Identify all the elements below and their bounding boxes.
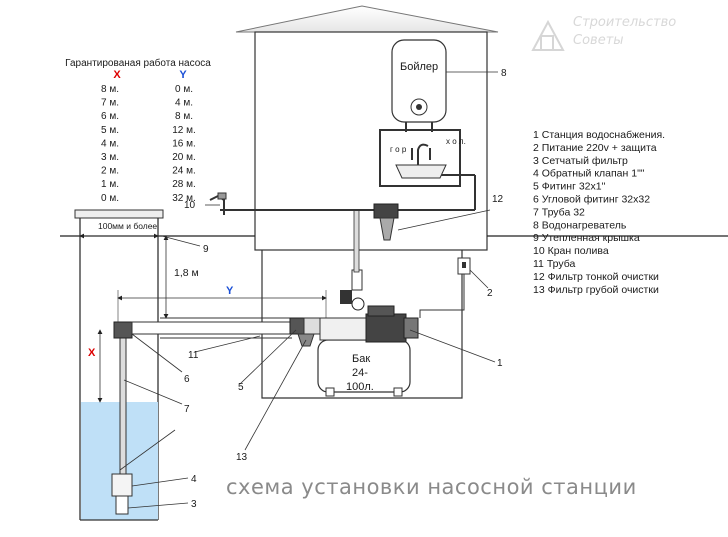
legend-item: 7 Труба 32 <box>533 206 585 218</box>
callout-1: 1 <box>497 358 503 369</box>
angle-fitting <box>113 321 133 339</box>
col-x-header: X <box>113 69 121 81</box>
table-x-value: 2 м. <box>101 166 119 177</box>
tank-label-3: 100л. <box>346 381 374 393</box>
callout-11: 11 <box>188 350 199 361</box>
dim-y-label: Y <box>226 285 234 297</box>
callout-3: 3 <box>191 499 197 510</box>
caption: схема установки насосной станции <box>226 475 637 499</box>
table-x-value: 6 м. <box>101 111 119 122</box>
legend-item: 9 Утепленная крышка <box>533 232 640 244</box>
table-x-value: 7 м. <box>101 98 119 109</box>
table-y-value: 12 м. <box>172 125 196 136</box>
leader-lines <box>119 71 498 509</box>
callout-13: 13 <box>236 452 248 463</box>
legend-item: 10 Кран полива <box>533 245 609 257</box>
sink-area <box>379 129 461 187</box>
callout-4: 4 <box>191 474 197 485</box>
legend-item: 3 Сетчатый фильтр <box>533 155 628 167</box>
width-label: 100мм и более <box>98 221 157 231</box>
tank-label-2: 24- <box>352 367 368 379</box>
house-upper-floor <box>254 31 488 251</box>
guarantee-table: 8 м. 0 м. 7 м. 4 м. 6 м. 8 м. 5 м. 12 м. 4 м. 16 … <box>101 84 196 204</box>
check-valve <box>111 473 133 497</box>
faucet-icon <box>417 143 429 165</box>
callout-10: 10 <box>184 200 196 211</box>
legend-item: 13 Фильтр грубой очистки <box>533 284 659 296</box>
legend-item: 11 Труба <box>533 258 576 270</box>
legend-item: 2 Питание 220v + защита <box>533 142 657 154</box>
callout-7: 7 <box>184 404 190 415</box>
table-y-value: 28 м. <box>172 179 196 190</box>
col-y-header: Y <box>179 69 187 81</box>
table-y-value: 20 м. <box>172 152 196 163</box>
coarse-filter <box>303 317 321 335</box>
table-y-value: 8 м. <box>175 111 193 122</box>
callout-8: 8 <box>501 68 507 79</box>
table-x-value: 3 м. <box>101 152 119 163</box>
table-x-value: 4 м. <box>101 138 119 149</box>
pipe-horizontal <box>131 321 291 335</box>
depth-label: 1,8 м <box>174 267 199 279</box>
boiler-label: Бойлер <box>400 61 438 73</box>
well-insulated-cover <box>74 209 164 219</box>
table-x-value: 8 м. <box>101 84 119 95</box>
callout-2: 2 <box>487 288 493 299</box>
callout-6: 6 <box>184 374 190 385</box>
callout-9: 9 <box>203 244 209 255</box>
legend-item: 4 Обратный клапан 1"" <box>533 168 645 180</box>
watermark-line2: Советы <box>573 33 624 48</box>
watermark-logo: Строительство Советы <box>531 15 676 51</box>
legend-item: 5 Фитинг 32х1" <box>533 181 606 193</box>
legend-item: 6 Угловой фитинг 32х32 <box>533 194 650 206</box>
tank-label-1: Бак <box>352 353 370 365</box>
table-header: Гарантированая работа насоса <box>65 57 211 69</box>
legend: 1 Станция водоснабжения.2 Питание 220v +… <box>533 129 665 296</box>
fitting-32x1 <box>289 317 305 335</box>
table-y-value: 0 м. <box>175 84 193 95</box>
fine-filter <box>373 203 399 219</box>
legend-item: 12 Фильтр тонкой очистки <box>533 271 659 283</box>
table-x-value: 5 м. <box>101 125 119 136</box>
boiler <box>391 39 447 132</box>
cold-label: х о л. <box>446 137 466 146</box>
table-y-value: 24 м. <box>172 166 196 177</box>
legend-item: 8 Водонагреватель <box>533 219 627 231</box>
table-x-value: 0 м. <box>101 193 119 204</box>
dim-x-label: X <box>88 347 96 359</box>
callout-5: 5 <box>238 382 244 393</box>
sink <box>395 164 447 179</box>
mesh-filter <box>115 495 129 515</box>
callout-12: 12 <box>492 194 504 205</box>
table-y-value: 4 м. <box>175 98 193 109</box>
house-roof <box>235 5 499 33</box>
table-y-value: 16 м. <box>172 138 196 149</box>
pipe-32 <box>119 331 127 481</box>
hot-label: г о р <box>390 145 407 154</box>
legend-item: 1 Станция водоснабжения. <box>533 129 665 141</box>
watermark-line1: Строительство <box>573 15 676 30</box>
table-y-value: 32 м. <box>172 193 196 204</box>
pump-station <box>317 269 419 397</box>
table-x-value: 1 м. <box>101 179 119 190</box>
